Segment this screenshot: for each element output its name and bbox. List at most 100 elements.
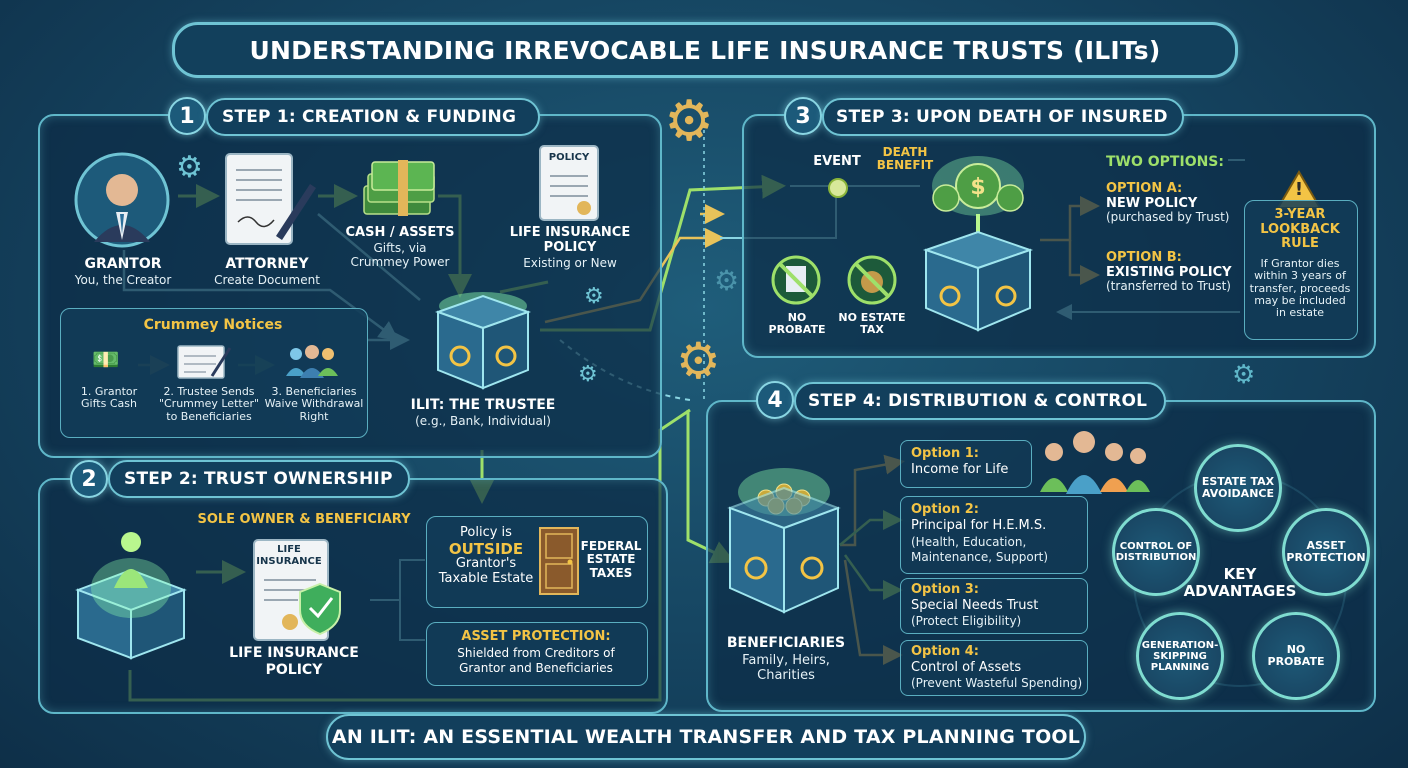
step1-header: STEP 1: CREATION & FUNDING — [206, 98, 540, 136]
dist-option-3-label: Option 3: — [911, 582, 979, 597]
no-tax-line2: TAX — [860, 323, 884, 337]
event-dot — [828, 178, 848, 198]
policy-label-1: LIFE INSURANCE — [509, 225, 631, 240]
policy-badge: POLICY — [548, 152, 590, 163]
crummey-step-1: 1. Grantor Gifts Cash — [66, 385, 152, 411]
crummey-step-1-line2: Gifts Cash — [81, 397, 137, 411]
trustee-label: ILIT: THE TRUSTEE — [410, 397, 556, 413]
key-advantages-label: KEY ADVANTAGES — [1180, 566, 1300, 600]
advantage-5-line2: DISTRIBUTION — [1115, 552, 1197, 563]
outside-estate-card — [426, 516, 648, 608]
crummey-title: Crummey Notices — [143, 317, 283, 333]
dist-option-3-line2: (Protect Eligibility) — [911, 614, 1022, 628]
crummey-step-2: 2. Trustee Sends "Crummey Letter" to Ben… — [146, 385, 272, 423]
footer-banner: AN ILIT: AN ESSENTIAL WEALTH TRANSFER AN… — [326, 714, 1086, 760]
title-banner: UNDERSTANDING IRREVOCABLE LIFE INSURANCE… — [172, 22, 1238, 78]
no-estate-tax-icon — [847, 255, 897, 305]
death-benefit-line2: BENEFIT — [876, 158, 934, 173]
dist-option-3: Option 3: Special Needs Trust (Protect E… — [900, 578, 1088, 634]
dist-option-4-label: Option 4: — [911, 644, 979, 659]
cash-label: CASH / ASSETS — [345, 225, 455, 240]
dist-option-4-line2: (Prevent Wasteful Spending) — [911, 676, 1083, 690]
attorney-document-icon — [225, 153, 316, 245]
beneficiaries-group-icon — [286, 345, 338, 378]
step3-header: STEP 3: UPON DEATH OF INSURED — [822, 98, 1184, 136]
gold-chest-icon — [727, 468, 841, 614]
advantage-5-line1: CONTROL OF — [1119, 541, 1193, 552]
no-probate-line1: NO — [787, 311, 807, 324]
crummey-step-3-line1: 3. Beneficiaries — [271, 385, 357, 398]
advantage-4-line3: PLANNING — [1150, 661, 1210, 673]
gear-small-icon-2: ⚙ — [578, 362, 598, 387]
step2-title: STEP 2: TRUST OWNERSHIP — [124, 469, 393, 489]
outside-line3: Grantor's — [455, 556, 517, 572]
advantage-3-line1: NO — [1286, 642, 1306, 656]
no-probate-label: NO PROBATE — [760, 311, 834, 337]
lookback-title1: 3-YEAR — [1274, 207, 1326, 222]
advantage-2-line1: ASSET — [1306, 538, 1346, 552]
lookback-title: 3-YEAR LOOKBACK RULE — [1244, 207, 1356, 252]
money-bag-chest-icon: $ — [922, 156, 1034, 332]
option-a-label: OPTION A: — [1106, 181, 1183, 196]
death-benefit-line1: DEATH — [882, 145, 928, 159]
dist-option-2-line3: Maintenance, Support) — [911, 550, 1049, 564]
federal-line3: TAXES — [589, 565, 633, 580]
trustee-chest-icon — [435, 292, 531, 390]
option-b-desc: (transferred to Trust) — [1106, 279, 1231, 294]
door-icon — [539, 527, 579, 595]
step2-header: STEP 2: TRUST OWNERSHIP — [108, 460, 410, 498]
option-a: OPTION A: NEW POLICY (purchased by Trust… — [1106, 181, 1236, 225]
advantage-1-line2: AVOIDANCE — [1202, 487, 1274, 500]
key-advantages-line1: KEY — [1223, 565, 1257, 583]
gear-small-icon-3: ⚙ — [714, 264, 740, 297]
dist-option-2-line1: Principal for H.E.M.S. — [911, 518, 1047, 533]
cash-desc1: Gifts, via — [373, 241, 427, 255]
lookback-line4: may be included — [1254, 293, 1346, 307]
outside-line2: OUTSIDE — [448, 539, 524, 558]
advantage-1-line1: ESTATE TAX — [1201, 474, 1275, 488]
lookback-line2: within 3 years of — [1254, 269, 1346, 283]
event-label: EVENT — [813, 154, 861, 169]
option-a-desc: (purchased by Trust) — [1106, 210, 1230, 225]
two-options-label: TWO OPTIONS: — [1106, 154, 1224, 170]
dist-option-4-line1: Control of Assets — [911, 660, 1022, 675]
no-probate-icon — [771, 255, 821, 305]
page-title: UNDERSTANDING IRREVOCABLE LIFE INSURANCE… — [249, 35, 1161, 65]
beneficiaries-line1: Family, Heirs, — [742, 653, 830, 668]
gear-icon: ⚙ — [176, 150, 203, 185]
trustee-desc: (e.g., Bank, Individual) — [415, 414, 551, 428]
trust-platform-icon — [75, 532, 187, 660]
option-b: OPTION B: EXISTING POLICY (transferred t… — [1106, 250, 1236, 294]
step2-policy-label-2: POLICY — [265, 662, 323, 678]
advantage-2-line2: PROTECTION — [1286, 551, 1366, 564]
policy-document-icon — [539, 145, 599, 221]
crummey-step-3-line2: Waive Withdrawal — [264, 397, 364, 411]
dist-option-1-line1: Income for Life — [911, 462, 1009, 477]
cash-desc2: Crummey Power — [350, 255, 450, 269]
lookback-rule-card — [1244, 200, 1358, 340]
crummey-step-2-line2: "Crummey Letter" — [158, 397, 260, 411]
dist-option-4: Option 4: Control of Assets (Prevent Was… — [900, 640, 1088, 696]
step4-header: STEP 4: DISTRIBUTION & CONTROL — [794, 382, 1166, 420]
dist-option-2-label: Option 2: — [911, 502, 979, 517]
dist-option-1-label: Option 1: — [911, 446, 979, 461]
federal-estate-taxes: FEDERAL ESTATE TAXES — [578, 539, 644, 580]
dist-option-1: Option 1: Income for Life — [900, 440, 1032, 488]
dist-option-2: Option 2: Principal for H.E.M.S. (Health… — [900, 496, 1088, 574]
lookback-line1: If Grantor dies — [1260, 257, 1340, 270]
outside-line4: Taxable Estate — [438, 570, 534, 586]
federal-line1: FEDERAL — [580, 539, 642, 553]
crummey-step-2-line3: to Beneficiaries — [166, 409, 252, 423]
lookback-title3: RULE — [1281, 236, 1319, 252]
footer-text: AN ILIT: AN ESSENTIAL WEALTH TRANSFER AN… — [331, 726, 1081, 748]
crummey-step-3: 3. Beneficiaries Waive Withdrawal Right — [256, 385, 372, 423]
grantor-desc: You, the Creator — [74, 273, 172, 287]
option-b-label: OPTION B: — [1106, 250, 1182, 265]
asset-protection-line2: Grantor and Beneficiaries — [459, 661, 613, 675]
lookback-desc: If Grantor dies within 3 years of transf… — [1244, 257, 1356, 320]
